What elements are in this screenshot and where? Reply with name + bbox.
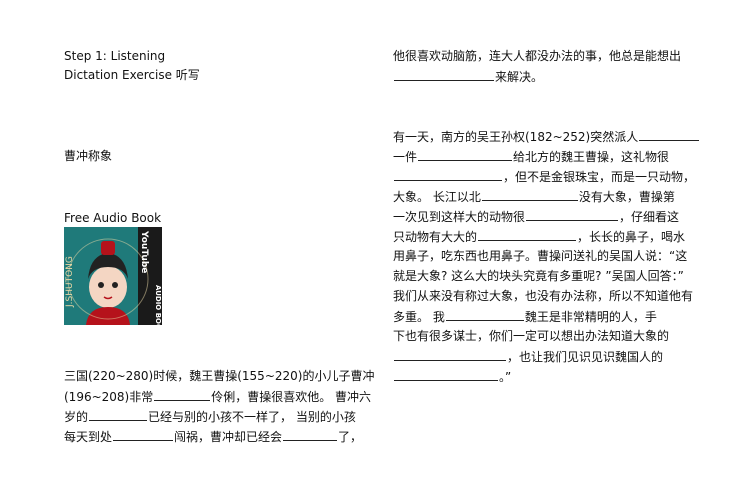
blank-line xyxy=(526,208,619,221)
blank-line xyxy=(445,308,524,321)
blank-line xyxy=(478,228,577,241)
blank-line xyxy=(283,428,338,441)
paragraph-text: ，仔细看这 xyxy=(619,210,680,224)
paragraph-text: ，长长的鼻子，喝水 xyxy=(577,230,686,244)
avatar-face xyxy=(89,266,127,308)
paragraph-text: 一件 xyxy=(393,150,418,164)
right-line-12: 多重。 我 魏王是非常精明的人，手 xyxy=(393,308,657,325)
logo-audio-book-text: AUDIO BOOK xyxy=(154,285,162,325)
paragraph-text: 伶俐，曹操很喜欢他。 曹冲六 xyxy=(211,390,372,404)
right-line-2: 来解决。 xyxy=(393,68,543,85)
blank-line xyxy=(154,388,211,401)
paragraph-text: 已经与别的小孩不一样了， 当别的小孩 xyxy=(148,410,356,424)
paragraph-text: 每天到处 xyxy=(64,430,113,444)
right-line-5: ，但不是金银珠宝，而是一只动物， xyxy=(393,168,695,185)
exercise-title: Dictation Exercise 听写 xyxy=(64,68,200,82)
audio-book-logo: J.SHUTONG YouTube AUDIO BOOK xyxy=(64,227,162,325)
right-line-7: 一次见到这样大的动物很 ，仔细看这 xyxy=(393,208,679,225)
right-line-15: 。” xyxy=(393,368,511,385)
right-line-14: ，也让我们见识见识魏国人的 xyxy=(393,348,663,365)
right-line-11: 我们从来没有称过大象，也没有办法称，所以不知道他有 xyxy=(393,289,694,303)
blank-line xyxy=(394,348,506,361)
logo-ring xyxy=(67,238,149,320)
right-line-13: 下也有很多谋士，你们一定可以想出办法知道大象的 xyxy=(393,329,670,343)
blank-line xyxy=(639,128,700,141)
paragraph-text: 。” xyxy=(499,370,512,384)
logo-youtube-text: YouTube xyxy=(139,230,149,273)
paragraph-text: 来解决。 xyxy=(495,70,544,84)
blank-line xyxy=(481,188,578,201)
paragraph-text: 了， xyxy=(338,430,363,444)
paragraph-text: 岁的 xyxy=(64,410,89,424)
right-line-9: 用鼻子，吃东西也用鼻子。曹操问送礼的吴国人说：“这 xyxy=(393,249,688,263)
avatar-robe xyxy=(86,307,130,325)
avatar-right-eye xyxy=(112,282,118,288)
paragraph-text: 只动物有大大的 xyxy=(393,230,478,244)
paragraph-line-1: 三国(220~280)时候，魏王曹操(155~220)的小儿子曹冲 xyxy=(64,369,375,383)
paragraph-text: 没有大象，曹操第 xyxy=(578,190,675,204)
right-line-1: 他很喜欢动脑筋，连大人都没办法的事，他总是能想出 xyxy=(393,49,682,63)
avatar-left-eye xyxy=(98,282,104,288)
paragraph-text: 给北方的魏王曹操，这礼物很 xyxy=(513,150,670,164)
blank-line xyxy=(394,168,502,181)
paragraph-line-3: 岁的 已经与别的小孩不一样了， 当别的小孩 xyxy=(64,408,356,425)
paragraph-text: (196~208)非常 xyxy=(64,390,154,404)
avatar-hat xyxy=(101,241,115,255)
right-line-10: 就是大象? 这么大的块头究竟有多重呢? ”吴国人回答：” xyxy=(393,269,684,283)
blank-line xyxy=(89,408,148,421)
logo-side-band xyxy=(138,227,162,325)
avatar-hair xyxy=(88,253,128,279)
avatar-mouth xyxy=(103,296,113,300)
story-title: 曹冲称象 xyxy=(64,149,113,163)
paragraph-text: 有一天，南方的吴王孙权(182~252)突然派人 xyxy=(393,130,639,144)
paragraph-text: 闯祸，曹冲却已经会 xyxy=(174,430,283,444)
blank-line xyxy=(394,68,494,81)
paragraph-text: 一次见到这样大的动物很 xyxy=(393,210,526,224)
paragraph-text: 大象。 长江以北 xyxy=(393,190,481,204)
paragraph-text: ，也让我们见识见识魏国人的 xyxy=(507,350,664,364)
paragraph-text: ，但不是金银珠宝，而是一只动物， xyxy=(503,170,696,184)
blank-line xyxy=(418,148,513,161)
right-line-6: 大象。 长江以北 没有大象，曹操第 xyxy=(393,188,675,205)
right-line-3: 有一天，南方的吴王孙权(182~252)突然派人 xyxy=(393,128,700,145)
audio-book-logo-graphic: J.SHUTONG YouTube AUDIO BOOK xyxy=(64,227,162,325)
paragraph-text: 魏王是非常精明的人，手 xyxy=(524,310,657,324)
paragraph-line-4: 每天到处 闯祸，曹冲却已经会 了， xyxy=(64,428,362,445)
right-line-8: 只动物有大大的 ，长长的鼻子，喝水 xyxy=(393,228,685,245)
step-title: Step 1: Listening xyxy=(64,49,166,63)
free-audio-book-label: Free Audio Book xyxy=(64,211,162,225)
blank-line xyxy=(113,428,174,441)
right-line-4: 一件 给北方的魏王曹操，这礼物很 xyxy=(393,148,669,165)
logo-vertical-text: J.SHUTONG xyxy=(65,256,75,308)
paragraph-text: 多重。 我 xyxy=(393,310,445,324)
blank-line xyxy=(394,368,498,381)
paragraph-line-2: (196~208)非常 伶俐，曹操很喜欢他。 曹冲六 xyxy=(64,388,371,405)
